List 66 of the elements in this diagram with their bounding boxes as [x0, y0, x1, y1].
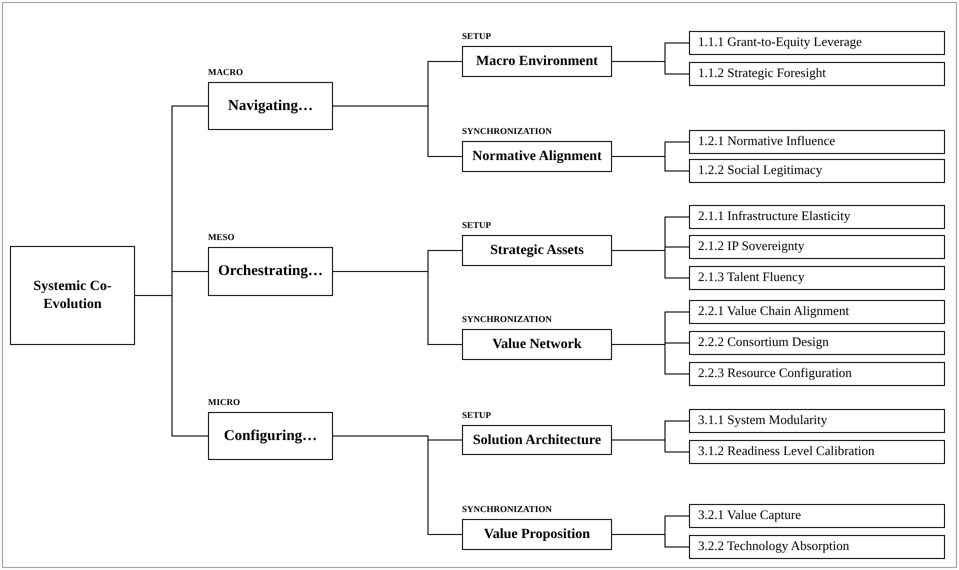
category-box: [208, 82, 333, 130]
node-title: 3.1.1 System Modularity: [698, 411, 828, 429]
item-box: [689, 266, 945, 290]
item-box: [689, 159, 945, 183]
connector-line: [612, 344, 690, 374]
level-label: MACRO: [208, 68, 243, 77]
item-box: [689, 205, 945, 229]
node-title: 2.2.2 Consortium Design: [698, 333, 829, 351]
category-box: [208, 247, 333, 296]
node-title: Value Proposition: [484, 526, 590, 544]
root-box: [10, 246, 135, 345]
item-box: [689, 300, 945, 324]
connector-line: [612, 61, 690, 74]
item-box: [689, 440, 945, 464]
subcategory-box: [462, 329, 612, 360]
item-box: [689, 362, 945, 386]
subcategory-box: [462, 46, 612, 77]
node-title: 2.1.1 Infrastructure Elasticity: [698, 207, 850, 225]
node-title: Macro Environment: [476, 53, 598, 71]
item-box: [689, 331, 945, 355]
connector-line: [332, 106, 462, 157]
subcategory-box: [462, 425, 612, 455]
node-title: 1.1.1 Grant-to-Equity Leverage: [698, 33, 862, 51]
connector-line: [134, 295, 208, 436]
item-box: [689, 31, 945, 55]
category-box: [208, 412, 333, 460]
node-title: Navigating…: [228, 96, 313, 116]
node-title: Configuring…: [224, 426, 318, 446]
item-box: [689, 409, 945, 433]
connector-line: [612, 156, 690, 172]
connector-line: [612, 250, 690, 278]
node-title: 2.1.2 IP Sovereignty: [698, 237, 804, 255]
node-title: 1.2.2 Social Legitimacy: [698, 161, 822, 179]
item-box: [689, 130, 945, 154]
node-title: 1.2.1 Normative Influence: [698, 132, 836, 150]
level-label: SYNCHRONIZATION: [462, 505, 552, 514]
subcategory-box: [462, 141, 612, 172]
level-label: SETUP: [462, 411, 492, 420]
level-label: SYNCHRONIZATION: [462, 315, 552, 324]
node-title: Normative Alignment: [472, 148, 602, 166]
node-title: 3.2.1 Value Capture: [698, 506, 802, 524]
level-label: SETUP: [462, 221, 492, 230]
node-title: 1.1.2 Strategic Foresight: [698, 64, 826, 82]
node-title: 2.1.3 Talent Fluency: [698, 268, 804, 286]
node-title: Value Network: [492, 336, 582, 354]
connector-line: [332, 436, 462, 535]
level-label: SETUP: [462, 32, 492, 41]
node-title: 3.1.2 Readiness Level Calibration: [698, 442, 875, 460]
level-label: MESO: [208, 233, 235, 242]
subcategory-box: [462, 235, 612, 266]
node-title: 2.2.3 Resource Configuration: [698, 364, 852, 382]
node-title: Solution Architecture: [472, 432, 602, 450]
node-title: Systemic Co-Evolution: [32, 278, 113, 313]
item-box: [689, 62, 945, 86]
node-title: Strategic Assets: [490, 242, 584, 260]
node-title: 2.2.1 Value Chain Alignment: [698, 302, 850, 320]
subcategory-box: [462, 519, 612, 550]
item-box: [689, 504, 945, 528]
connector-line: [332, 271, 462, 345]
connector-line: [612, 534, 690, 548]
item-box: [689, 535, 945, 559]
node-title: 3.2.2 Technology Absorption: [698, 537, 850, 555]
item-box: [689, 235, 945, 259]
level-label: MICRO: [208, 398, 240, 407]
level-label: SYNCHRONIZATION: [462, 127, 552, 136]
node-title: Orchestrating…: [218, 262, 323, 282]
